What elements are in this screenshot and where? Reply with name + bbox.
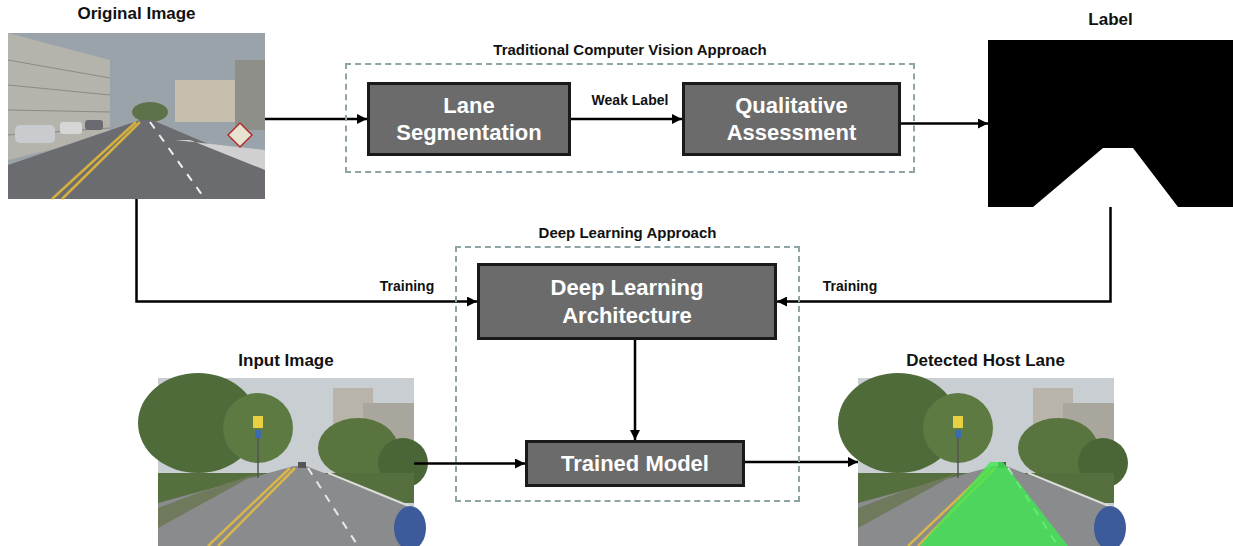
drawing-part xyxy=(150,122,205,199)
drawing-part xyxy=(1033,148,1178,207)
image-panel: Original Image xyxy=(8,33,265,199)
drawing-part xyxy=(175,140,265,170)
edge-label: Training xyxy=(378,278,436,294)
approach-group: Deep Learning ApproachDeep Learning Arch… xyxy=(455,246,800,502)
connector-arrow xyxy=(137,199,478,302)
box-text: Trained Model xyxy=(553,448,717,480)
drawing-part xyxy=(85,120,103,130)
label-mask xyxy=(988,40,1233,207)
detected-lane-photo xyxy=(838,373,1128,546)
drawing-part xyxy=(8,85,110,95)
image-panel: Input Image xyxy=(158,378,414,546)
process-box: Qualitative Assessment xyxy=(682,82,901,156)
drawing-part xyxy=(8,33,265,199)
input-image-photo xyxy=(138,373,428,546)
image-title: Label xyxy=(1088,10,1132,30)
drawing-part xyxy=(175,80,235,122)
original-image-photo xyxy=(8,33,265,199)
connector-arrow xyxy=(571,118,682,121)
image-panel: Detected Host Lane xyxy=(858,378,1113,546)
host-lane-overlay xyxy=(920,462,1068,546)
drawing-part xyxy=(235,60,265,130)
drawing-part xyxy=(15,125,55,143)
process-box: Lane Segmentation xyxy=(367,82,571,156)
image-title: Input Image xyxy=(238,351,333,371)
drawing-part xyxy=(8,120,265,199)
group-title: Deep Learning Approach xyxy=(539,224,717,241)
drawing-part xyxy=(132,102,168,122)
drawing-part xyxy=(8,60,110,135)
image-title: Detected Host Lane xyxy=(906,351,1065,371)
group-title: Traditional Computer Vision Approach xyxy=(493,41,766,58)
process-box: Trained Model xyxy=(525,440,745,487)
process-box: Deep Learning Architecture xyxy=(477,263,777,340)
approach-group: Traditional Computer Vision ApproachLane… xyxy=(345,63,915,173)
edge-label: Weak Label xyxy=(590,92,671,108)
image-panel: Label xyxy=(988,40,1233,207)
box-text: Lane Segmentation xyxy=(370,90,568,149)
edge-label: Training xyxy=(821,278,879,294)
connector-arrow xyxy=(777,207,1111,302)
image-title: Original Image xyxy=(77,4,195,24)
drawing-part xyxy=(988,40,1233,207)
box-text: Qualitative Assessment xyxy=(685,90,898,149)
drawing-part xyxy=(52,122,136,199)
connector-arrow xyxy=(265,118,367,121)
drawing-part xyxy=(228,123,252,147)
connector-arrow xyxy=(414,462,525,465)
drawing-part xyxy=(8,60,110,78)
drawing-part xyxy=(60,122,82,134)
box-text: Deep Learning Architecture xyxy=(480,272,774,331)
connector-arrow xyxy=(745,461,858,464)
drawing-part xyxy=(8,110,110,112)
connector-arrow xyxy=(634,340,637,440)
